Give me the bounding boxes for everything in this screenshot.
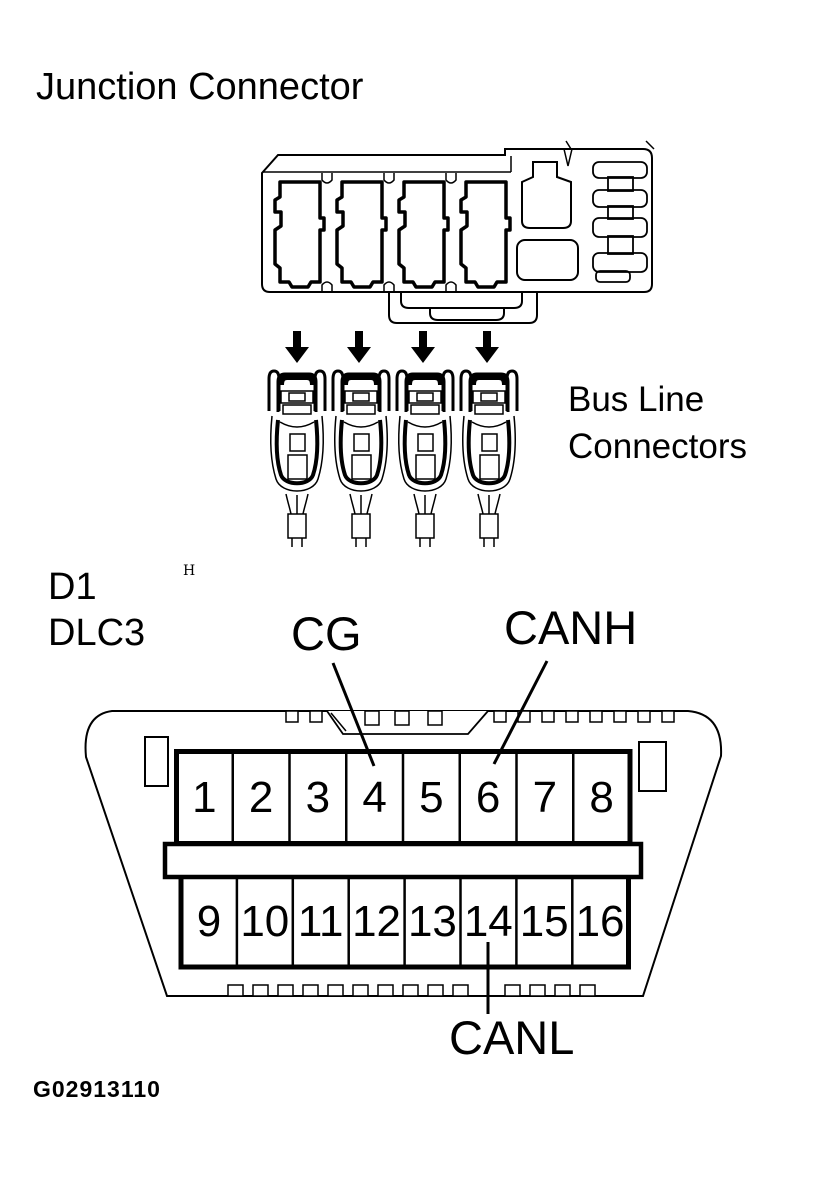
pin-cell-12: 12: [352, 896, 402, 946]
pin-cell-5: 5: [419, 773, 444, 822]
dlc3-right-slot: [638, 741, 667, 792]
canh-leader-line: [492, 660, 549, 765]
junction-sockets: [273, 180, 512, 289]
pin-cell-15: 15: [519, 896, 569, 946]
bus-connector-drawing: [461, 371, 517, 547]
pin-cell-11: 11: [297, 896, 344, 946]
bus-connectors-drawing: [269, 371, 517, 547]
pin-cell-7: 7: [532, 773, 558, 822]
junction-pocket: [516, 239, 579, 281]
dlc3-connector-drawing: [84, 710, 723, 997]
pin-cell-8: 8: [589, 773, 614, 822]
canh-pin-label: CANH: [504, 601, 638, 654]
down-arrow-icon: [285, 331, 309, 363]
leader-lines: [331, 660, 549, 1014]
pin-cell-3: 3: [305, 773, 331, 822]
pin-cell-16: 16: [575, 896, 625, 946]
canl-pin-label: CANL: [449, 1011, 575, 1064]
dlc3-left-slot: [144, 736, 169, 787]
cg-pin-label: CG: [291, 607, 362, 660]
junction-connector-drawing: [261, 140, 655, 324]
pin-cell-2: 2: [248, 773, 274, 822]
junction-bracket: [388, 292, 538, 324]
junction-notches: [321, 173, 457, 292]
pin-cell-9: 9: [196, 896, 222, 946]
cg-leader-line: [331, 662, 376, 767]
down-arrow-icon: [411, 331, 435, 363]
pin-cell-14: 14: [463, 896, 513, 946]
page-title: Junction Connector: [36, 66, 364, 108]
bus-connector-drawing: [333, 371, 389, 547]
dlc3-pin-row-top: 1 2 3 4 5 6 7 8: [176, 753, 630, 843]
pin-cell-10: 10: [240, 896, 290, 946]
h-mark: H: [183, 563, 196, 579]
dlc3-pin-row-bottom: 9 10 11 12 13 14 15 16: [181, 878, 628, 965]
dlc3-middle-bar: [162, 841, 644, 880]
bus-connector-drawing: [269, 371, 325, 547]
pin-cell-1: 1: [192, 773, 217, 822]
down-arrow-icon: [347, 331, 371, 363]
junction-bottle-cavity: [521, 161, 572, 229]
connector-name-label: DLC3: [48, 612, 146, 654]
connector-id-label: D1: [48, 566, 97, 608]
dlc3-top-recess: [326, 710, 489, 735]
bus-line-connectors-label: Bus Line Connectors: [568, 380, 747, 467]
dlc3-shell-outline: [84, 710, 723, 997]
pin-cell-13: 13: [407, 896, 457, 946]
dlc3-bottom-teeth: [227, 984, 596, 997]
junction-terminal-ladder: [592, 161, 648, 283]
figure-id: G02913110: [33, 1076, 161, 1102]
bus-connector-drawing: [397, 371, 453, 547]
pin-cell-4: 4: [362, 773, 387, 822]
down-arrow-icons: [285, 331, 499, 363]
pin-cell-6: 6: [475, 773, 501, 822]
down-arrow-icon: [475, 331, 499, 363]
